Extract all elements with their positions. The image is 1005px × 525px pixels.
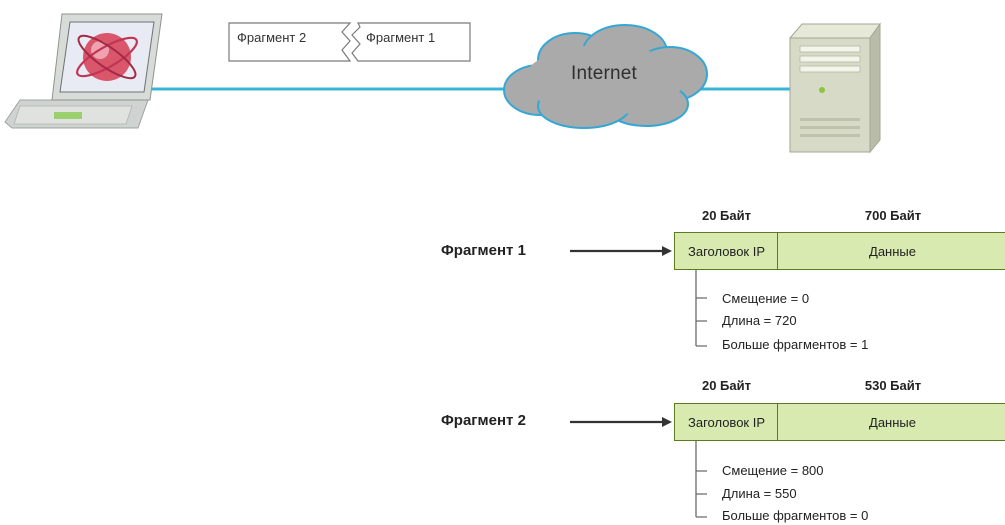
fragment-2-more-fragments: Больше фрагментов = 0 — [722, 508, 869, 523]
fragment-2-arrow-icon — [570, 417, 672, 427]
fragment-2-length: Длина = 550 — [722, 486, 797, 501]
fragment-1-more-fragments: Больше фрагментов = 1 — [722, 337, 869, 352]
fragment-1-data-cell: Данные — [777, 232, 1005, 270]
fragment-1-header-size: 20 Байт — [701, 208, 751, 223]
fragment-1-offset: Смещение = 0 — [722, 291, 810, 306]
fragment-1-length: Длина = 720 — [722, 313, 797, 328]
fragment-1-data-size: 700 Байт — [864, 208, 922, 223]
laptop-icon — [4, 13, 163, 129]
fragment-1-ip-header-cell: Заголовок IP — [674, 232, 779, 270]
packet-fragment-1 — [351, 22, 471, 62]
fragment-1-title: Фрагмент 1 — [441, 242, 526, 259]
packet-label-fragment-2: Фрагмент 2 — [237, 30, 307, 45]
server-icon — [788, 22, 881, 154]
internet-cloud-icon — [503, 24, 708, 129]
fragment-2-field-tree — [695, 441, 707, 518]
fragment-1-arrow-icon — [570, 246, 672, 256]
packet-fragment-2 — [228, 22, 352, 62]
fragment-2-data-size: 530 Байт — [864, 378, 922, 393]
fragment-2-data-cell: Данные — [777, 403, 1005, 441]
fragment-2-title: Фрагмент 2 — [441, 412, 526, 429]
fragment-1-field-tree — [695, 270, 707, 347]
cloud-label: Internet — [571, 63, 638, 84]
network-scene — [4, 13, 881, 154]
fragment-2-offset: Смещение = 800 — [722, 463, 824, 478]
packets-on-wire — [228, 22, 471, 62]
fragment-2-header-size: 20 Байт — [701, 378, 751, 393]
packet-label-fragment-1: Фрагмент 1 — [366, 30, 436, 45]
fragment-2-ip-header-cell: Заголовок IP — [674, 403, 779, 441]
